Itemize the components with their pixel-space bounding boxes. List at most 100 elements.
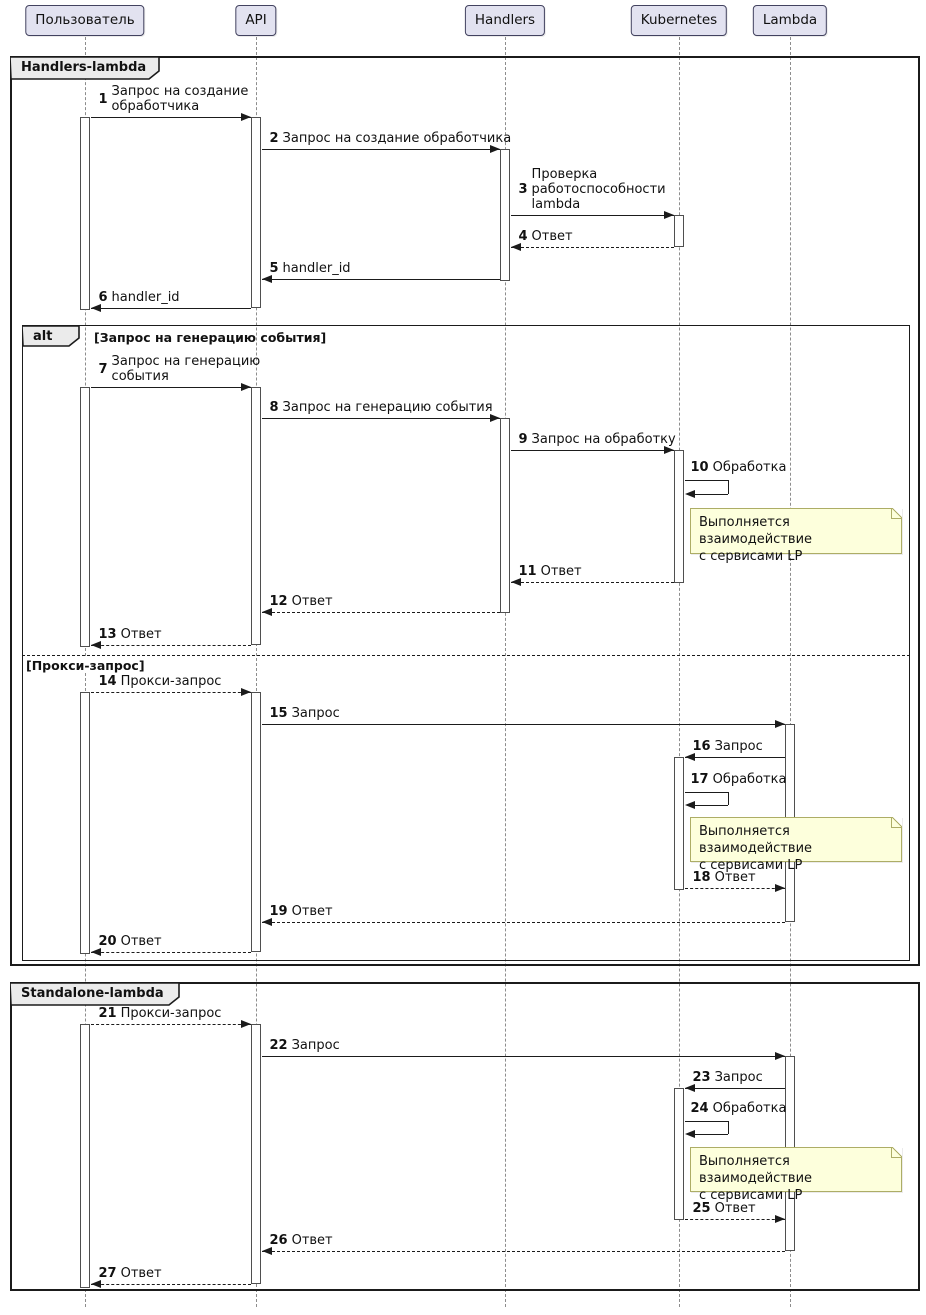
message-text-line: Прокси-запрос: [120, 1006, 222, 1021]
message-24-arrowhead: [684, 1130, 695, 1138]
message-1-line: [90, 117, 251, 118]
activation-api: [250, 1024, 261, 1284]
message-12-line: [261, 612, 500, 613]
message-text: Запрос: [715, 739, 763, 754]
message-23-arrowhead: [684, 1084, 695, 1092]
note-text: с сервисами LP: [699, 858, 803, 873]
message-text: Запрос: [292, 706, 340, 721]
message-3-arrowhead: [663, 211, 674, 219]
message-15-arrowhead: [774, 720, 785, 728]
message-16-arrowhead: [684, 753, 695, 761]
message-18-arrowhead: [774, 884, 785, 892]
participant-label: API: [245, 12, 267, 28]
message-number: 21: [98, 1006, 117, 1021]
message-26-line: [261, 1251, 785, 1252]
message-27-line: [90, 1284, 251, 1285]
message-number: 5: [269, 261, 279, 276]
lifeline-k8s: [679, 37, 680, 1307]
message-text-line: Обработка: [712, 772, 787, 787]
message-text-line: обработчика: [111, 99, 200, 114]
message-21-line: [90, 1024, 251, 1025]
message-text: Прокси-запрос: [121, 1006, 222, 1021]
frame-tab: [21, 325, 80, 347]
alt-divider: [22, 655, 910, 656]
message-text-line: Запрос: [291, 1038, 340, 1053]
message-19-line: [261, 922, 785, 923]
message-10-arrowhead: [684, 490, 695, 498]
message-16-line: [684, 757, 785, 758]
message-text: Ответ: [532, 229, 573, 244]
message-22-arrowhead: [774, 1052, 785, 1060]
message-24-line: [693, 1134, 728, 1135]
message-text: handler_id: [283, 261, 351, 276]
activation-api: [250, 117, 261, 308]
message-text-line: lambda: [531, 197, 581, 212]
activation-api: [250, 692, 261, 952]
message-13-line: [90, 645, 251, 646]
message-3-line: [510, 215, 674, 216]
frame-alt: [22, 325, 910, 961]
participant-label: Lambda: [762, 12, 818, 28]
message-22-line: [261, 1056, 785, 1057]
message-24-line: [727, 1121, 729, 1134]
message-text: Ответ: [292, 1233, 333, 1248]
message-4-line: [510, 247, 674, 248]
message-text-line: Ответ: [291, 904, 333, 919]
participant-handlers: Handlers: [464, 5, 546, 36]
message-number: 8: [269, 400, 279, 415]
message-24-line: [684, 1121, 728, 1122]
message-20-line: [90, 952, 251, 953]
participant-k8s: Kubernetes: [630, 5, 728, 36]
message-18-line: [684, 888, 785, 889]
message-text-line: handler_id: [111, 290, 180, 305]
message-text-line: Проверка: [531, 167, 598, 182]
message-25-line: [684, 1219, 785, 1220]
message-number: 1: [98, 91, 108, 107]
message-number: 9: [518, 432, 528, 447]
message-text-line: handler_id: [282, 261, 351, 276]
message-number: 7: [98, 361, 108, 377]
message-text-line: Запрос: [714, 1070, 763, 1085]
message-text-line: Запрос на генерацию события: [282, 400, 493, 415]
note-fold-corner: [891, 817, 902, 828]
message-text: Запрос: [292, 1038, 340, 1053]
message-text: Запрос на генерацию события: [283, 400, 493, 415]
message-11-line: [510, 582, 674, 583]
message-number: 24: [690, 1101, 709, 1116]
message-14-arrowhead: [240, 688, 251, 696]
participant-api: API: [235, 5, 277, 36]
message-text-line: Обработка: [712, 460, 787, 475]
activation-user: [79, 117, 90, 310]
message-17-line: [693, 805, 728, 806]
message-2-arrowhead: [489, 145, 500, 153]
message-13-arrowhead: [90, 641, 101, 649]
message-number: 15: [269, 706, 288, 721]
message-text-line: Ответ: [714, 870, 756, 885]
message-text-line: Обработка: [712, 1101, 787, 1116]
message-21-arrowhead: [240, 1020, 251, 1028]
message-text-line: Запрос: [291, 706, 340, 721]
activation-user: [79, 387, 90, 647]
participant-label: Handlers: [474, 12, 536, 28]
message-20-arrowhead: [90, 948, 101, 956]
note-text: с сервисами LP: [699, 549, 803, 564]
message-7-arrowhead: [240, 383, 251, 391]
message-27-arrowhead: [90, 1280, 101, 1288]
frame-condition: [Запрос на генерацию события]: [94, 330, 327, 345]
message-text-line: Запрос на создание обработчика: [282, 131, 512, 146]
message-text-line: Запрос на генерацию: [111, 354, 261, 369]
message-number: 13: [98, 627, 117, 642]
message-14-line: [90, 692, 251, 693]
message-8-line: [261, 418, 500, 419]
message-10-line: [693, 494, 728, 495]
